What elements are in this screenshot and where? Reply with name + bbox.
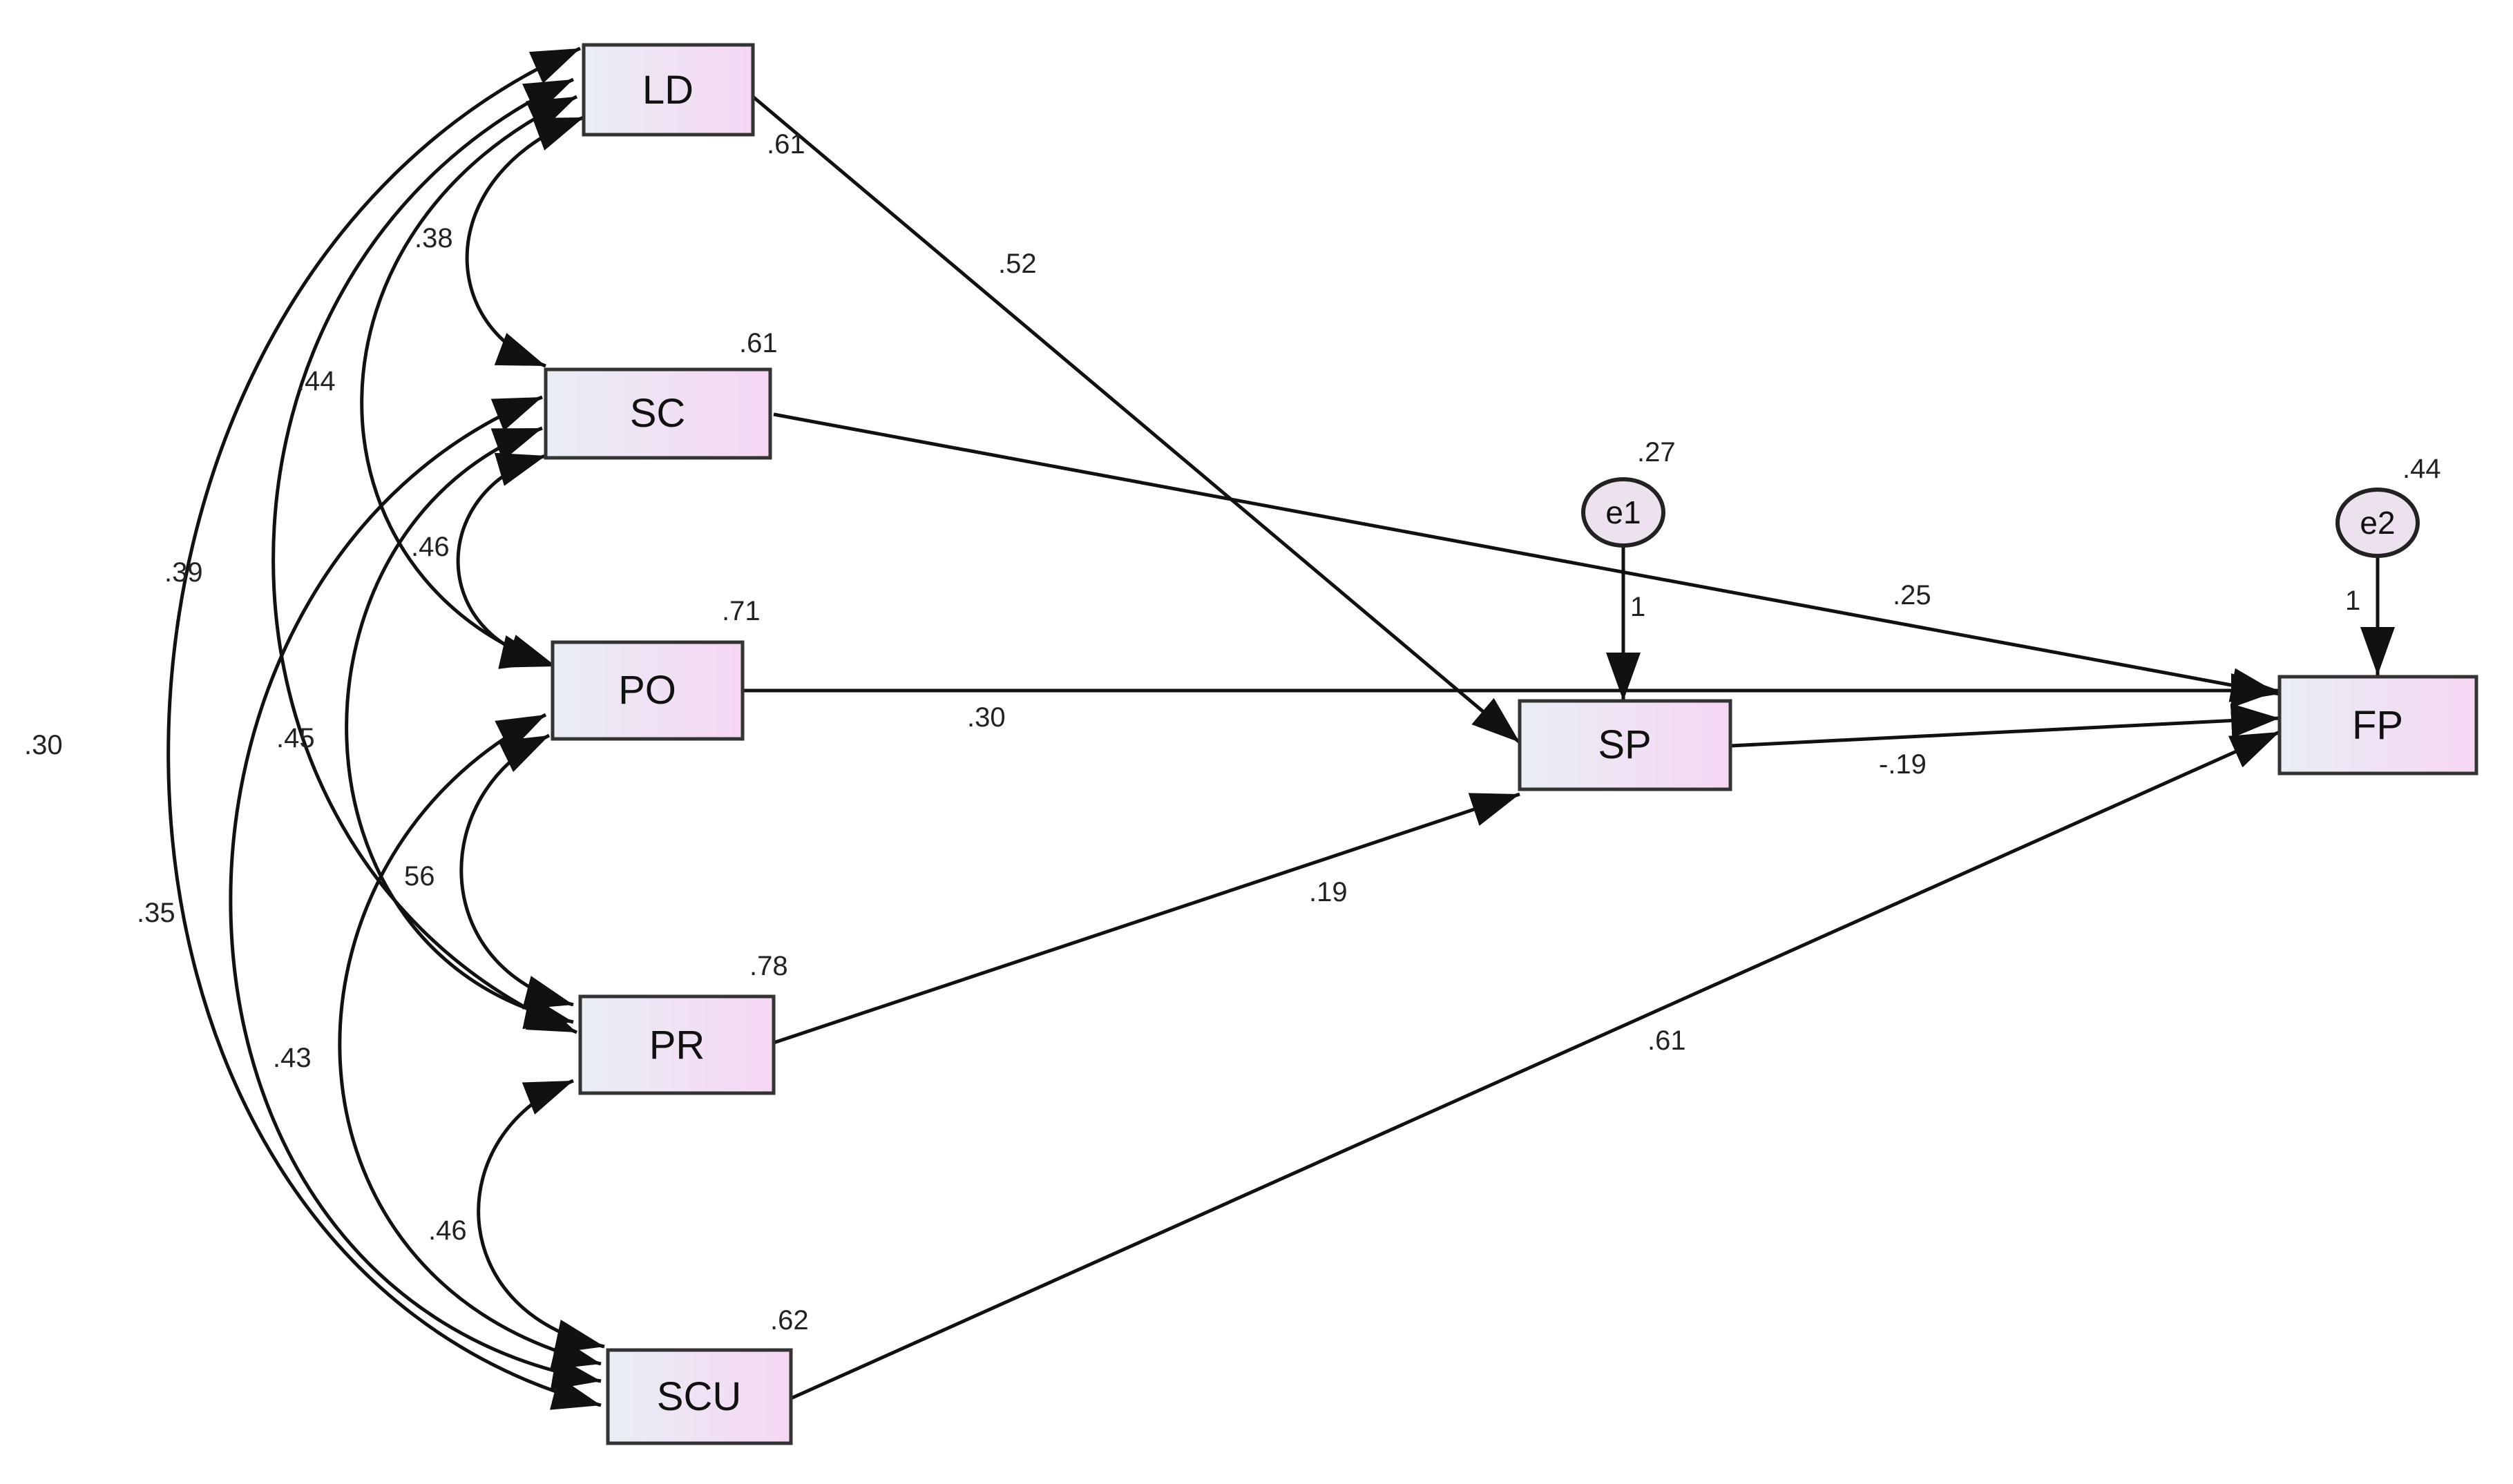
var-e1: .27 — [1637, 437, 1676, 468]
coef-scu-fp: .61 — [1647, 1025, 1686, 1056]
correlation-coefficients: .38 .44 .39 .30 .46 .45 .35 56 .43 .46 — [24, 223, 467, 1246]
error-e2-ellipse — [2335, 488, 2420, 558]
corr-ld-scu — [166, 46, 602, 1410]
node-sc-label: SC — [630, 391, 686, 436]
r2-ld: .61 — [767, 129, 805, 160]
error-e2[interactable]: e2 — [2335, 488, 2420, 558]
node-po[interactable]: PO — [551, 640, 745, 741]
coef-sc-po: .46 — [411, 532, 450, 562]
coef-pr-scu: .46 — [428, 1215, 467, 1246]
coef-po-pr: 56 — [404, 861, 435, 892]
coef-po-fp: .30 — [967, 702, 1006, 733]
node-po-box — [551, 640, 745, 741]
coef-ld-po: .44 — [297, 366, 336, 396]
node-sp-label: SP — [1598, 722, 1651, 767]
r2-po: .71 — [722, 596, 761, 626]
coef-pr-sp: .19 — [1309, 877, 1348, 907]
coef-ld-pr: .39 — [164, 557, 203, 588]
coef-e2-fp: 1 — [2345, 586, 2360, 616]
node-scu-label: SCU — [657, 1374, 741, 1419]
r2-labels: .61 .61 .71 .78 .62 .27 .44 — [722, 129, 2441, 1336]
corr-ld-pr — [271, 77, 577, 1034]
coef-po-scu: .43 — [273, 1043, 312, 1073]
coef-sc-pr: .45 — [276, 723, 315, 753]
r2-pr: .78 — [749, 951, 788, 981]
corr-po-pr — [459, 733, 574, 1010]
node-scu[interactable]: SCU — [606, 1348, 793, 1445]
node-fp[interactable]: FP — [2277, 675, 2478, 775]
path-coefficients: .52 .25 .30 -.19 .19 .61 1 1 — [967, 249, 2360, 1056]
path-sc-fp — [773, 412, 2280, 702]
error-e1[interactable]: e1 — [1581, 477, 1665, 548]
node-fp-label: FP — [2352, 703, 2403, 748]
coef-e1-sp: 1 — [1630, 592, 1645, 622]
corr-ld-po — [360, 95, 578, 668]
path-scu-fp — [790, 730, 2281, 1400]
path-sp-fp — [1730, 703, 2280, 748]
node-ld[interactable]: LD — [582, 43, 755, 137]
coef-sc-scu: .35 — [137, 898, 175, 928]
corr-sc-po — [456, 452, 550, 669]
coef-ld-scu: .30 — [24, 730, 63, 760]
corr-pr-scu — [477, 1079, 605, 1353]
coef-sp-fp: -.19 — [1879, 749, 1927, 780]
error-e2-label: e2 — [2360, 505, 2395, 541]
corr-po-scu — [338, 713, 602, 1370]
node-sp[interactable]: SP — [1518, 699, 1732, 791]
node-scu-box — [606, 1348, 793, 1445]
node-pr-box — [578, 994, 776, 1095]
node-pr[interactable]: PR — [578, 994, 776, 1095]
node-fp-box — [2277, 675, 2478, 775]
node-ld-label: LD — [642, 68, 694, 113]
path-pr-sp — [773, 792, 1520, 1045]
node-sc-box — [544, 367, 772, 460]
r2-sc: .61 — [739, 328, 778, 358]
node-po-label: PO — [618, 668, 676, 713]
r2-scu: .62 — [770, 1305, 809, 1336]
node-sc[interactable]: SC — [544, 367, 772, 460]
node-ld-box — [582, 43, 755, 137]
corr-sc-pr — [345, 426, 574, 1030]
node-sp-box — [1518, 699, 1732, 791]
corr-sc-scu — [229, 395, 602, 1390]
coef-ld-sp: .52 — [998, 249, 1037, 279]
error-e1-ellipse — [1581, 477, 1665, 548]
error-e1-label: e1 — [1605, 494, 1641, 530]
node-pr-label: PR — [649, 1023, 705, 1068]
path-ld-sp — [752, 95, 1521, 744]
coef-sc-fp: .25 — [1893, 580, 1931, 610]
coef-ld-sc: .38 — [414, 223, 453, 253]
directed-paths — [743, 95, 2395, 1400]
correlations — [166, 46, 605, 1410]
var-e2: .44 — [2402, 454, 2441, 484]
